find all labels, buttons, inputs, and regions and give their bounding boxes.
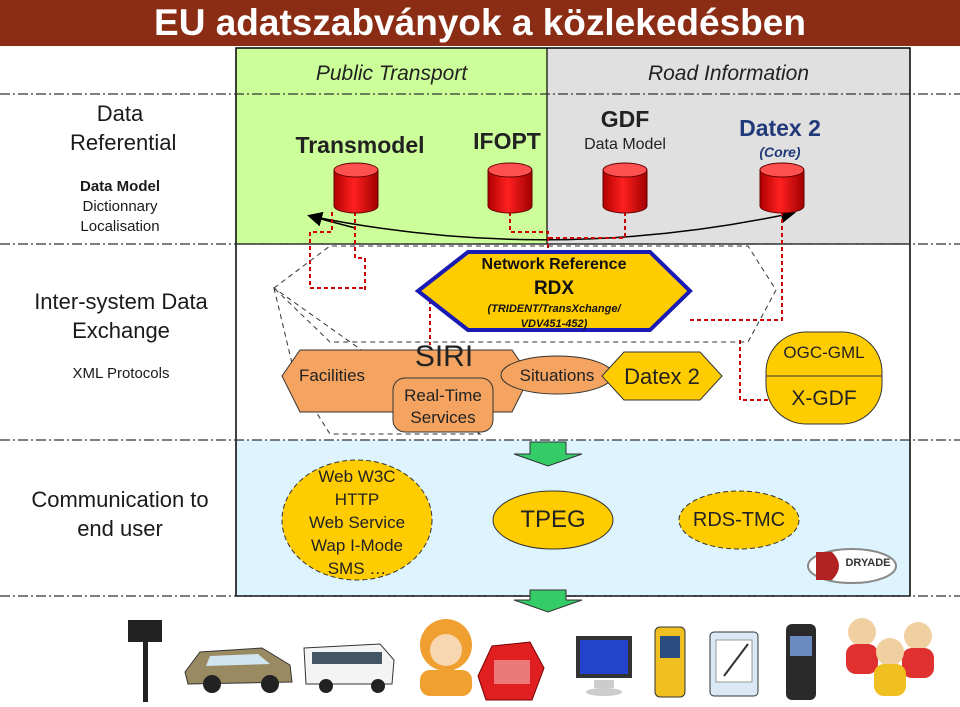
tpeg-oval xyxy=(492,490,614,550)
siri-situations: Situations xyxy=(519,366,595,385)
ogc-gml: OGC-GML xyxy=(783,343,865,362)
row-items-data-referential: Data Model Dictionnary Localisation xyxy=(20,177,220,237)
title-bar xyxy=(0,0,960,46)
row-title-inter-system: Inter-system Data Exchange xyxy=(34,289,208,343)
standard-datex2: Datex 2 xyxy=(739,115,821,141)
row-title-communication: Communication to end user xyxy=(31,487,209,541)
pda-icon xyxy=(709,631,759,697)
rdx-detail-1: (TRIDENT/TransXchange/ xyxy=(487,303,621,315)
database-icon xyxy=(333,162,379,214)
exchange-hexagon-outline xyxy=(273,245,777,343)
column-header-public-transport: Public Transport xyxy=(315,62,468,85)
row-item: Dictionnary xyxy=(82,198,158,215)
siri-realtime-1: Real-Time xyxy=(404,386,482,405)
row-title-data-referential: Data Referential xyxy=(70,101,177,155)
row-item: Localisation xyxy=(80,218,160,235)
rdx-detail-2: VDV451-452) xyxy=(520,318,588,330)
road-sign-icon xyxy=(128,620,162,702)
mobile-phone-icon xyxy=(786,624,816,700)
telephone-icon xyxy=(477,641,545,701)
ogc-capsule xyxy=(765,331,883,425)
dryade-logo-text: DRYADE xyxy=(845,557,891,569)
column-header-road-information: Road Information xyxy=(647,62,810,85)
siri-realtime-2: Services xyxy=(410,408,476,427)
down-arrow-icon xyxy=(513,589,583,613)
page-title: EU adatszabványok a közlekedésben xyxy=(154,2,806,43)
rds-oval xyxy=(678,490,800,550)
dryade-logo xyxy=(807,548,897,584)
web-protocol-list: Web W3C HTTP Web Service Wap I-Mode SMS … xyxy=(282,465,432,580)
standard-transmodel: Transmodel xyxy=(295,132,425,158)
car-icon xyxy=(184,647,293,693)
rdx-hexagon xyxy=(414,250,693,332)
siri-label: SIRI xyxy=(414,340,474,373)
tpeg-label: TPEG xyxy=(520,506,586,533)
road-information-region xyxy=(547,48,910,244)
standard-datex2-sub: (Core) xyxy=(759,144,801,160)
bus-icon xyxy=(303,643,395,693)
connection-arc xyxy=(309,208,796,241)
row-item: Data Model xyxy=(79,178,160,195)
datex2-hexagon xyxy=(601,351,723,401)
call-center-icon xyxy=(420,619,472,696)
database-icon xyxy=(759,162,805,214)
rds-tmc-label: RDS-TMC xyxy=(692,509,786,531)
web-protocol-item: HTTP xyxy=(334,490,380,509)
realtime-box xyxy=(392,377,494,433)
datex2-exchange: Datex 2 xyxy=(624,364,700,389)
down-arrow-icon xyxy=(513,441,583,467)
standard-gdf: GDF xyxy=(600,106,650,132)
web-oval xyxy=(281,459,433,581)
users-icon xyxy=(846,618,934,696)
database-icon xyxy=(602,162,648,214)
web-protocol-item: SMS … xyxy=(327,559,387,578)
gps-icon xyxy=(654,626,686,698)
standard-gdf-sub: Data Model xyxy=(584,136,666,153)
web-protocol-item: Web W3C xyxy=(318,467,396,486)
web-protocol-item: Wap I-Mode xyxy=(311,536,403,555)
web-protocol-item: Web Service xyxy=(308,513,406,532)
rdx-name: RDX xyxy=(533,278,575,299)
row-subtitle-xml: XML Protocols xyxy=(72,365,170,382)
ogc-xgdf: X-GDF xyxy=(791,387,857,410)
database-icon xyxy=(487,162,533,214)
rdx-title: Network Reference xyxy=(481,256,627,273)
monitor-icon xyxy=(576,636,632,696)
standard-ifopt: IFOPT xyxy=(473,128,541,154)
siri-facilities: Facilities xyxy=(298,366,366,385)
